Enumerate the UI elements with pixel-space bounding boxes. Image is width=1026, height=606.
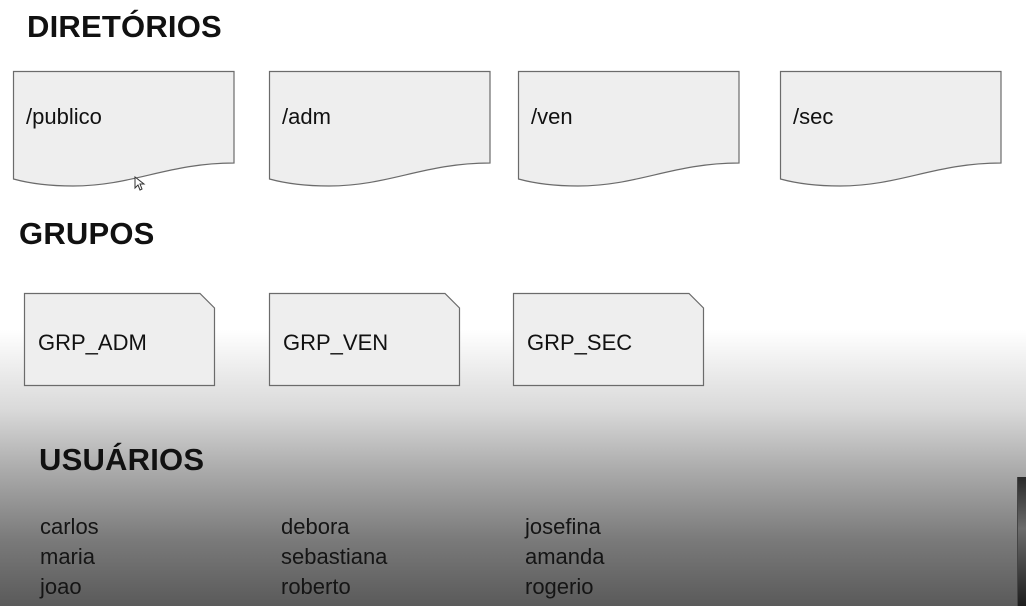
user-name: roberto	[281, 574, 351, 599]
directory-label: /publico	[26, 104, 102, 129]
snipped-rectangle-icon	[268, 292, 461, 387]
directory-label: /sec	[793, 104, 834, 129]
directory-shape-sec[interactable]: /sec	[779, 70, 1002, 189]
document-shape-icon	[779, 70, 1002, 187]
directory-shape-adm[interactable]: /adm	[268, 70, 491, 189]
user-name: sebastiana	[281, 544, 388, 569]
groups-heading: GRUPOS	[19, 216, 155, 251]
group-shape-adm[interactable]: GRP_ADM	[23, 292, 216, 387]
snipped-rectangle-icon	[512, 292, 705, 387]
side-video-thumbnail	[1017, 477, 1026, 606]
user-name: amanda	[525, 544, 605, 569]
document-shape-icon	[517, 70, 740, 187]
user-name: joao	[40, 574, 82, 599]
group-shape-ven[interactable]: GRP_VEN	[268, 292, 461, 387]
document-shape-icon	[12, 70, 235, 187]
directory-shape-publico[interactable]: /publico	[12, 70, 235, 189]
document-shape-icon	[268, 70, 491, 187]
user-name: debora	[281, 514, 350, 539]
mouse-cursor-icon	[134, 176, 146, 191]
user-name: maria	[40, 544, 96, 569]
group-label: GRP_ADM	[38, 330, 147, 355]
user-name: josefina	[525, 514, 601, 539]
group-shape-sec[interactable]: GRP_SEC	[512, 292, 705, 387]
user-name: carlos	[40, 514, 99, 539]
group-label: GRP_SEC	[527, 330, 633, 355]
group-label: GRP_VEN	[283, 330, 389, 355]
users-heading: USUÁRIOS	[39, 442, 205, 477]
snipped-rectangle-icon	[23, 292, 216, 387]
user-name: rogerio	[525, 574, 594, 599]
directory-label: /adm	[282, 104, 331, 129]
directory-label: /ven	[531, 104, 573, 129]
directories-heading: DIRETÓRIOS	[27, 9, 222, 44]
directory-shape-ven[interactable]: /ven	[517, 70, 740, 189]
